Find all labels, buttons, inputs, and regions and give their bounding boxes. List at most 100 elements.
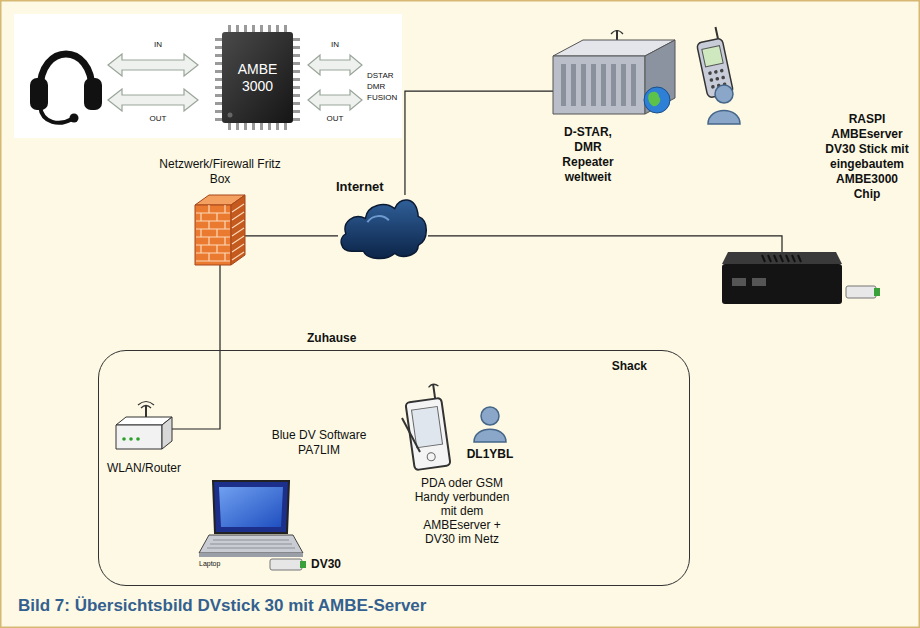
stylus [402,418,420,452]
raspi-case [722,252,842,304]
laptop-icon [199,535,303,553]
pda-icon [427,452,436,461]
firewall-icon [196,252,230,253]
chip-pins [252,25,255,32]
chip-pins [260,123,263,130]
chip-pins [293,54,300,57]
chip-label: AMBE 3000 [232,61,284,95]
phone-icon [715,77,719,81]
home-region: ZuhauseShackWLAN/RouterLaptop [98,350,690,586]
chip-pins [293,46,300,49]
chip-pins [293,94,300,97]
repeater-server [553,40,675,56]
raspi-case [762,255,765,262]
chip-pins [215,118,222,121]
router-icon: WLAN/Router [116,403,172,455]
node-label: Laptop [199,560,220,567]
person-icon [474,407,506,442]
person-icon [708,111,740,125]
firewall-icon [224,205,225,213]
firewall-icon [196,212,230,213]
chip-pins [215,54,222,57]
figure-caption: Bild 7: Übersichtsbild DVstick 30 mit AM… [18,596,426,616]
person-icon [715,85,733,103]
chip-pins [215,62,222,65]
router-icon [116,425,162,449]
chip-pins [293,118,300,121]
firewall-icon [196,228,230,229]
chip-pins [215,25,300,130]
firewall-icon [200,213,201,221]
chip-pins [215,78,222,81]
repeater-server [571,64,576,106]
chip-box: AMBE 3000 [222,32,293,123]
stick-label: DV30 [311,557,341,572]
chip-pins [244,123,247,130]
chip-pins [244,25,247,32]
firewall-icon [208,221,209,229]
repeater-server [561,64,566,106]
phone-icon [721,75,725,79]
repeater-server [553,30,681,115]
firewall-icon [208,237,209,245]
chip-box [228,113,233,118]
headset-icon [84,78,102,110]
chip-pins [293,102,300,105]
chip-box [222,32,293,123]
repeater-server [648,92,660,106]
chip-pins [293,70,300,73]
firewall-icon [200,229,201,237]
firewall-icon [195,195,245,265]
chip-pins [215,46,222,49]
image-panel [14,14,402,138]
node-label: WLAN/Router [94,461,194,476]
router-icon [122,437,126,441]
connector-line [428,236,782,252]
double-arrow [108,54,362,111]
port-label: OUT [317,114,353,123]
usb-stick [874,288,880,296]
chip-pins [276,123,279,130]
repeater-server: D-STAR, DMR Repeater weltweit [553,30,681,115]
repeater-server [601,64,606,106]
pda-icon [403,383,450,470]
repeater-server [616,30,618,44]
firewall-icon [216,245,217,253]
chip-pins [293,78,300,81]
chip-pins [293,86,300,89]
chip-pins [293,110,300,113]
double-arrow [308,55,362,75]
raspi-case [786,255,789,262]
repeater-server [553,56,645,114]
chip-pins [228,123,231,130]
laptop-icon [199,553,303,557]
laptop-icon [210,544,292,545]
raspi-case [774,255,777,262]
chip-pins [236,25,239,32]
region-heading: Zuhause [307,331,356,346]
firewall-icon [232,220,244,228]
device-note: PDA oder GSM Handy verbunden mit dem AMB… [408,476,516,546]
phone-icon [714,70,718,74]
firewall-icon [231,195,245,265]
phone-icon [715,27,717,39]
double-arrow [108,89,198,111]
router-icon [141,406,151,409]
chip-pins [284,25,287,32]
phone-icon [702,46,723,67]
repeater-server [581,64,586,106]
raspi-case [722,252,842,264]
headset-icon [40,106,72,123]
chip-box [222,32,293,123]
firewall-icon [232,212,244,220]
internet-cloud [338,195,428,261]
repeater-server [611,31,623,35]
firewall-icon [224,253,225,261]
router-icon [162,417,172,449]
firewall-icon [232,252,244,260]
port-label: OUT [140,114,176,123]
pda-icon [433,385,435,399]
